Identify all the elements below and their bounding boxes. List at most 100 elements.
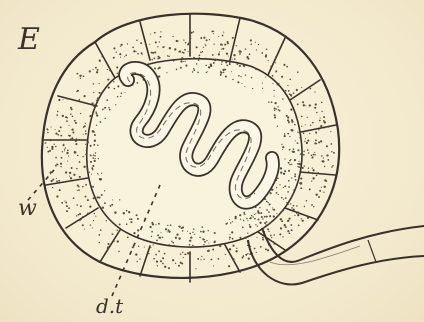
stipple-dot — [225, 223, 227, 225]
stipple-dot — [66, 120, 68, 122]
stipple-dot — [58, 180, 60, 182]
stipple-dot — [99, 83, 100, 84]
stipple-dot — [85, 130, 86, 131]
stipple-dot — [199, 237, 201, 239]
stipple-dot — [116, 52, 117, 53]
stipple-dot — [233, 258, 235, 260]
stipple-dot — [262, 218, 263, 219]
stipple-dot — [103, 89, 104, 90]
stipple-dot — [79, 213, 81, 215]
stipple-dot — [240, 219, 241, 220]
stipple-dot — [279, 110, 281, 112]
stipple-dot — [223, 32, 224, 33]
stipple-dot — [91, 102, 93, 104]
stipple-dot — [159, 57, 161, 59]
stipple-dot — [77, 184, 79, 186]
stipple-dot — [321, 187, 322, 188]
stipple-dot — [275, 108, 277, 110]
stipple-dot — [169, 47, 171, 49]
stipple-dot — [320, 125, 322, 127]
stipple-dot — [301, 218, 302, 219]
stipple-dot — [221, 49, 222, 50]
stipple-dot — [193, 31, 195, 33]
stipple-dot — [302, 101, 304, 103]
stipple-dot — [284, 224, 286, 226]
stipple-dot — [279, 184, 280, 185]
stipple-dot — [51, 127, 52, 128]
stipple-dot — [119, 223, 121, 225]
stipple-dot — [259, 222, 261, 224]
stipple-dot — [176, 233, 178, 235]
stipple-dot — [204, 239, 206, 241]
stipple-dot — [228, 265, 230, 267]
stipple-dot — [205, 45, 206, 46]
stipple-dot — [155, 41, 157, 43]
stipple-dot — [281, 76, 283, 78]
stipple-dot — [323, 116, 325, 118]
stipple-dot — [77, 190, 78, 191]
stipple-dot — [144, 247, 145, 248]
stipple-dot — [49, 139, 51, 141]
stipple-dot — [293, 148, 295, 150]
stipple-dot — [213, 62, 215, 64]
stipple-dot — [168, 229, 170, 231]
stipple-dot — [270, 192, 272, 194]
stipple-dot — [314, 152, 315, 153]
stipple-dot — [274, 116, 276, 118]
stipple-dot — [280, 172, 282, 174]
stipple-dot — [311, 180, 312, 181]
stipple-dot — [76, 215, 78, 217]
stipple-dot — [333, 152, 335, 154]
stipple-dot — [261, 216, 263, 218]
stipple-dot — [181, 263, 183, 265]
stipple-dot — [97, 69, 99, 71]
stipple-dot — [113, 241, 115, 243]
stipple-dot — [211, 259, 213, 261]
stipple-dot — [218, 36, 219, 37]
figure-letter-label: E — [18, 22, 40, 57]
stipple-dot — [307, 217, 309, 219]
stipple-dot — [106, 220, 107, 221]
stipple-dot — [69, 176, 70, 177]
stipple-dot — [246, 56, 248, 58]
stipple-dot — [286, 202, 288, 204]
stipple-dot — [271, 101, 273, 103]
stipple-dot — [306, 142, 308, 144]
stipple-dot — [82, 224, 84, 226]
stipple-dot — [313, 206, 314, 207]
stipple-dot — [82, 178, 83, 179]
stipple-dot — [115, 104, 116, 105]
stipple-dot — [258, 219, 260, 221]
stipple-dot — [277, 214, 279, 216]
stipple-dot — [275, 62, 276, 63]
stipple-dot — [318, 196, 320, 198]
stipple-dot — [85, 133, 87, 135]
stipple-dot — [93, 220, 94, 221]
stipple-dot — [49, 150, 51, 152]
stipple-dot — [298, 163, 300, 165]
stipple-dot — [315, 132, 317, 134]
stipple-dot — [56, 178, 57, 179]
stipple-dot — [171, 245, 173, 247]
stipple-dot — [101, 56, 102, 57]
stipple-dot — [243, 212, 245, 214]
stipple-dot — [296, 205, 297, 206]
stipple-dot — [305, 138, 306, 139]
stipple-dot — [209, 39, 210, 40]
stipple-dot — [167, 231, 168, 232]
stipple-dot — [318, 172, 319, 173]
stipple-dot — [221, 61, 223, 63]
stipple-dot — [293, 189, 294, 190]
stipple-dot — [74, 151, 76, 153]
stipple-dot — [281, 197, 283, 199]
stipple-dot — [79, 139, 80, 140]
stipple-dot — [214, 43, 215, 44]
stipple-dot — [297, 71, 299, 73]
stipple-dot — [315, 154, 316, 155]
stipple-dot — [214, 58, 216, 60]
stipple-dot — [54, 144, 55, 145]
stipple-dot — [156, 240, 158, 242]
stipple-dot — [104, 190, 105, 191]
stipple-dot — [231, 231, 233, 233]
stipple-dot — [152, 223, 154, 225]
